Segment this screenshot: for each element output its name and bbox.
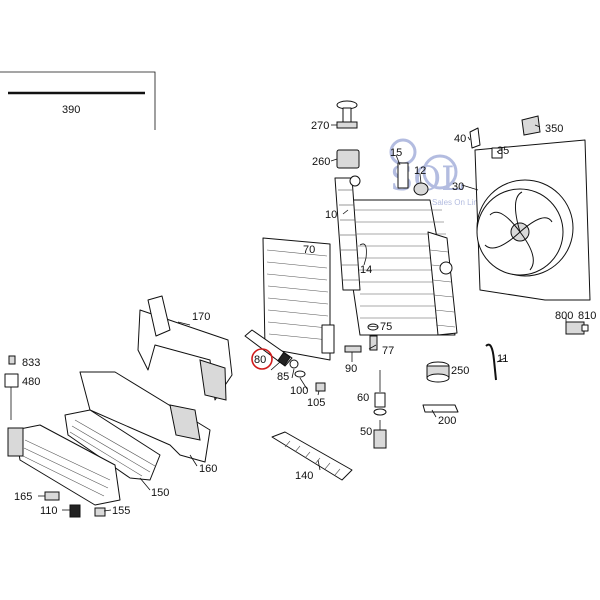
- hose-11: [485, 343, 497, 381]
- ac-condenser-70: [262, 237, 335, 361]
- callout-170: 170: [192, 311, 210, 323]
- callout-110: 110: [40, 505, 58, 517]
- leader-lines: [38, 124, 567, 512]
- callout-200: 200: [438, 415, 456, 427]
- nut-105: [315, 382, 326, 392]
- callout-105: 105: [307, 397, 325, 409]
- callout-35: 35: [497, 145, 509, 157]
- oring-100: [294, 370, 306, 378]
- bracket-200: [422, 404, 459, 413]
- sensor-833: [8, 355, 16, 365]
- callout-260: 260: [312, 156, 330, 168]
- radiator-core: [334, 175, 458, 336]
- label-390: 390: [62, 104, 80, 116]
- screw-90: [344, 345, 362, 353]
- clip-350: [521, 115, 541, 136]
- bracket-15: [397, 162, 409, 189]
- callout-12: 12: [414, 165, 426, 177]
- callout-810: 810: [578, 310, 596, 322]
- callout-85: 85: [277, 371, 289, 383]
- cap-250: [426, 361, 450, 383]
- callout-50: 50: [360, 426, 372, 438]
- callout-350: 350: [545, 123, 563, 135]
- callout-90: 90: [345, 363, 357, 375]
- air-duct-140: [271, 431, 353, 481]
- drain-plug-50: [373, 429, 387, 449]
- callout-480: 480: [22, 376, 40, 388]
- callout-80: 80: [254, 354, 266, 366]
- callout-150: 150: [151, 487, 169, 499]
- callout-15: 15: [390, 147, 402, 159]
- callout-833: 833: [22, 357, 40, 369]
- callout-70: 70: [303, 244, 315, 256]
- callout-140: 140: [295, 470, 313, 482]
- connector-480: [4, 373, 19, 420]
- clip-40: [469, 127, 481, 149]
- callout-165: 165: [14, 491, 32, 503]
- highlight-ring-80: [251, 348, 273, 370]
- callout-14: 14: [360, 264, 372, 276]
- callout-labels: 270 260 15 12 10 14 40 350 35 30 70 170 …: [14, 120, 596, 517]
- bolt-77: [369, 335, 378, 351]
- mount-bushing-260: [336, 149, 360, 169]
- callout-800: 800: [555, 310, 573, 322]
- grommet-12: [413, 182, 429, 196]
- bracket-14: [359, 243, 367, 266]
- callout-75: 75: [380, 321, 392, 333]
- callout-250: 250: [451, 365, 469, 377]
- callout-77: 77: [382, 345, 394, 357]
- connector-800: [565, 321, 589, 335]
- clip-110: [69, 504, 106, 518]
- intercooler-150: [64, 409, 161, 481]
- watermark-tagline: Sales On Line: [432, 198, 483, 207]
- callout-160: 160: [199, 463, 217, 475]
- callout-100: 100: [290, 385, 308, 397]
- callout-60: 60: [357, 392, 369, 404]
- callout-155: 155: [112, 505, 130, 517]
- callout-10: 10: [325, 209, 337, 221]
- callout-30: 30: [452, 181, 464, 193]
- grille-155: [7, 424, 121, 506]
- callout-270: 270: [311, 120, 329, 132]
- callout-11: 11: [497, 353, 508, 365]
- reference-box-390: 390: [0, 71, 156, 130]
- support-frame-170: [137, 295, 233, 401]
- clip-165: [44, 491, 60, 501]
- spring-nut-35: [491, 147, 503, 159]
- radiator-cap-270: [336, 100, 358, 129]
- callout-40: 40: [454, 133, 466, 145]
- drain-valve-60: [373, 392, 387, 416]
- fan-shroud-30: [474, 139, 591, 301]
